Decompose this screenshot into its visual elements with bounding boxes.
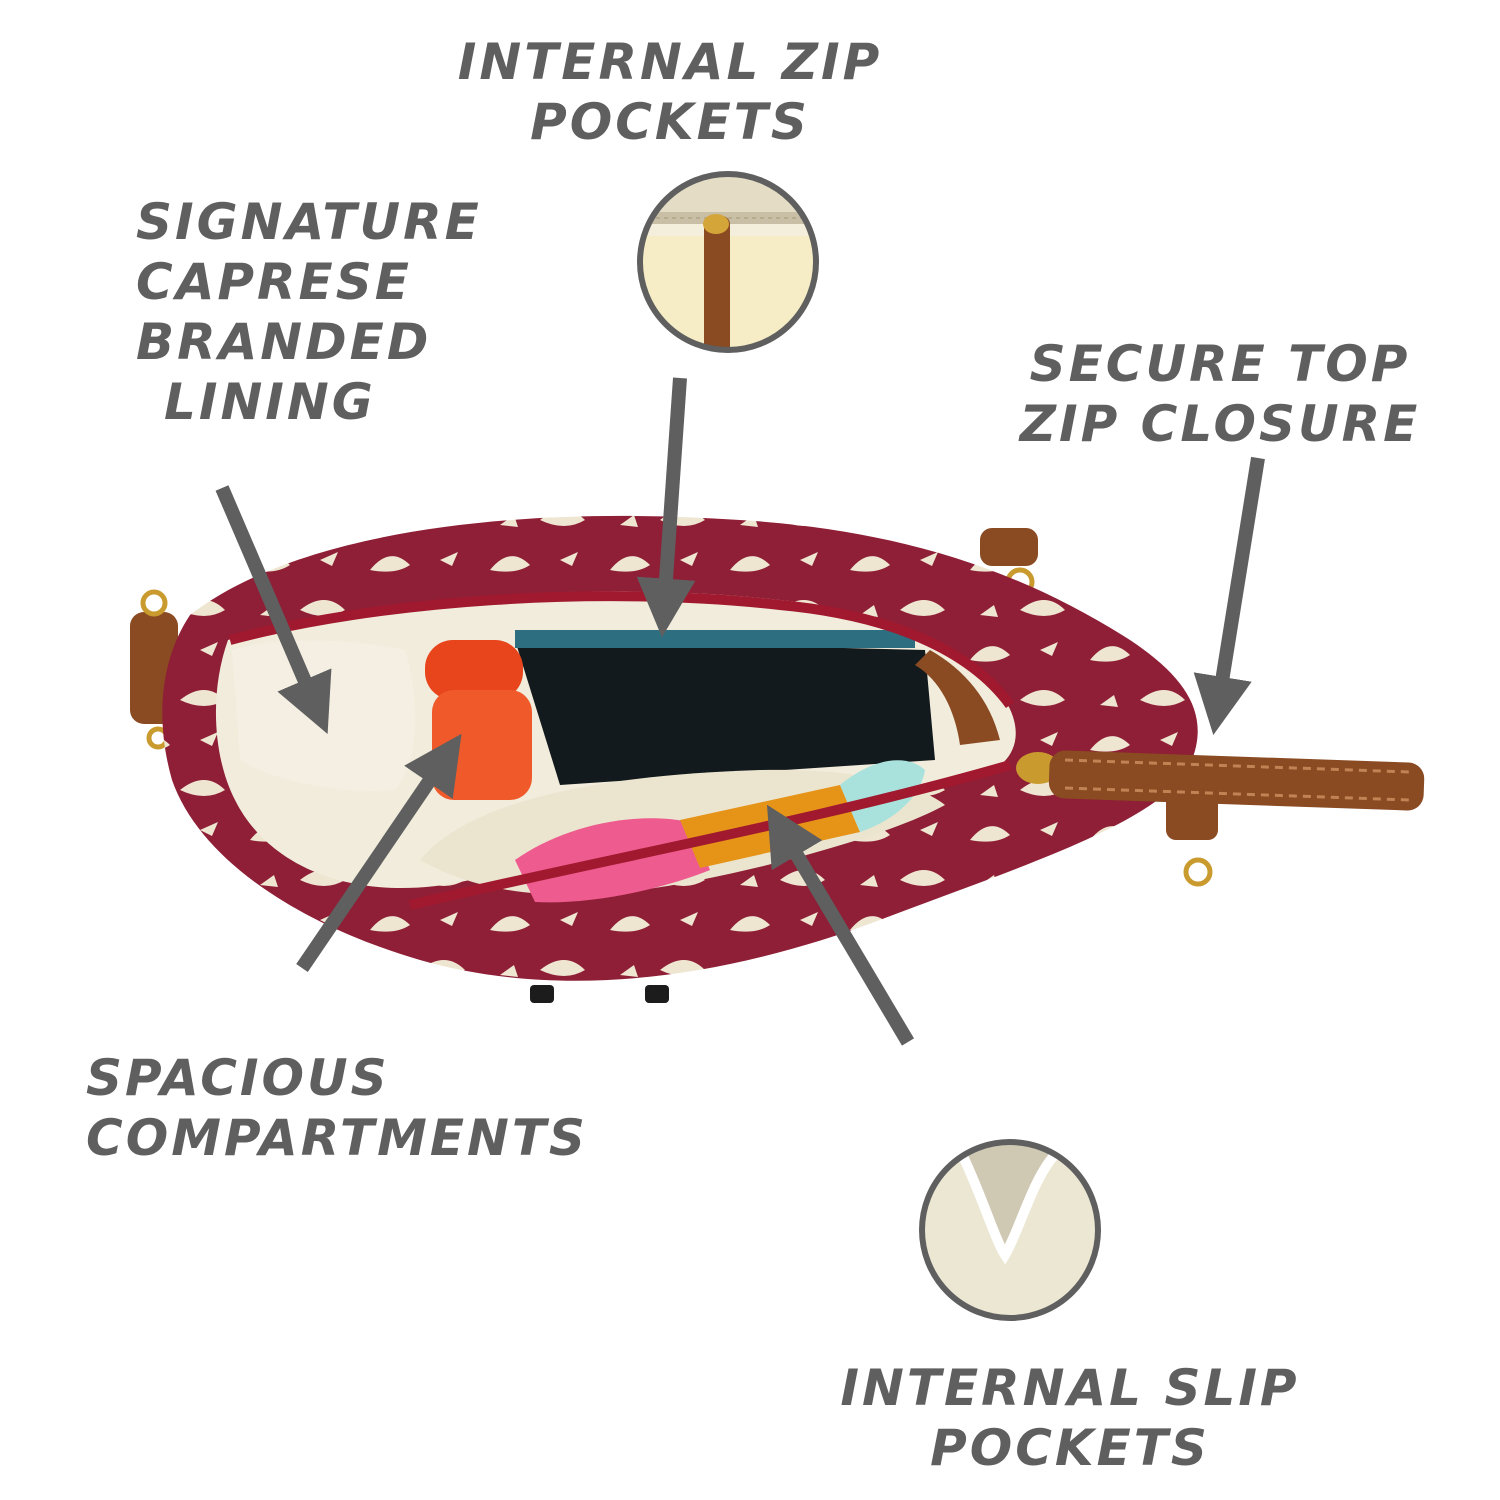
callout-internal-zip-line1: INTERNAL ZIP — [457, 33, 883, 91]
callout-top-zip-line2: ZIP CLOSURE — [1019, 395, 1421, 453]
strap-tab-right — [980, 528, 1218, 887]
callout-internal-zip-line2: POCKETS — [530, 93, 810, 151]
zip-track — [228, 591, 1015, 708]
arrow-lining — [215, 485, 332, 735]
dust-pouch — [232, 640, 416, 791]
callout-internal-zip-pockets: INTERNAL ZIP POCKETS — [420, 32, 920, 152]
inset-internal-slip-pocket — [919, 1139, 1101, 1321]
callout-slip-line1: INTERNAL SLIP — [840, 1359, 1300, 1417]
zip-puller — [1016, 750, 1425, 811]
callout-lining-line3: BRANDED — [136, 313, 432, 371]
callout-lining-line1: SIGNATURE — [136, 193, 482, 251]
callout-lining-line4: LINING — [164, 373, 376, 431]
callout-slip-line2: POCKETS — [930, 1419, 1210, 1477]
arrow-slip-pocket — [766, 804, 915, 1046]
arrow-compartments — [296, 733, 462, 972]
callout-lining-line2: CAPRESE — [136, 253, 412, 311]
callout-spacious-compartments: SPACIOUS COMPARTMENTS — [86, 1048, 606, 1168]
arrow-top-zip — [1193, 456, 1265, 736]
callout-compartments-line1: SPACIOUS — [86, 1049, 390, 1107]
arrow-internal-zip — [636, 377, 696, 638]
callout-internal-slip-pockets: INTERNAL SLIP POCKETS — [820, 1358, 1320, 1478]
callout-compartments-line2: COMPARTMENTS — [86, 1109, 588, 1167]
callout-branded-lining: SIGNATURE CAPRESE BRANDED LINING — [136, 192, 516, 432]
phone-in-pocket — [515, 640, 935, 785]
inset-internal-zip-pocket — [637, 171, 819, 353]
callout-top-zip-line1: SECURE TOP — [1029, 335, 1411, 393]
callout-secure-top-zip: SECURE TOP ZIP CLOSURE — [1000, 334, 1440, 454]
